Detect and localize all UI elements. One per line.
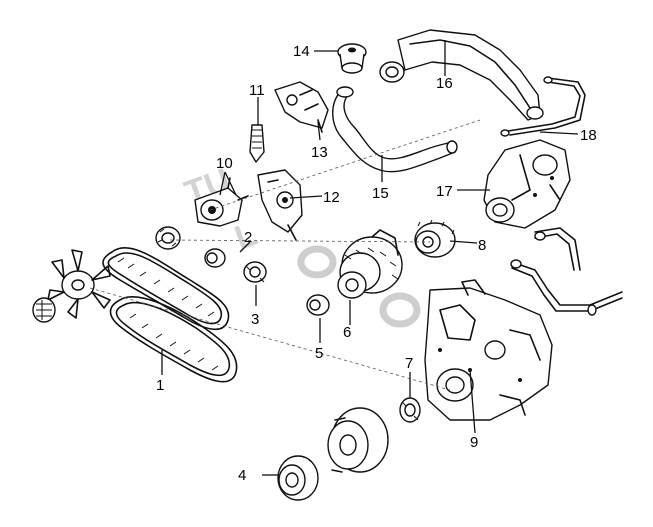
idler-roller-5 xyxy=(306,294,330,316)
callout-7: 7 xyxy=(405,355,413,372)
drive-belt xyxy=(102,247,238,383)
thermostat-housing xyxy=(337,43,367,74)
bearing-3 xyxy=(243,261,267,283)
coolant-hose xyxy=(332,86,458,173)
callout-6: 6 xyxy=(343,324,351,341)
fan-assembly xyxy=(32,249,111,323)
callout-3: 3 xyxy=(251,311,259,328)
small-pulley xyxy=(155,226,181,250)
crankshaft-seal xyxy=(399,397,421,423)
vacuum-pipe xyxy=(500,76,586,137)
callout-numbers: 1 2 3 4 5 6 7 8 9 10 11 12 13 14 15 16 1… xyxy=(156,43,597,484)
oil-pipe xyxy=(510,227,623,316)
callout-10: 10 xyxy=(216,155,233,172)
callout-9: 9 xyxy=(470,434,478,451)
callout-2: 2 xyxy=(244,229,252,246)
callout-14: 14 xyxy=(293,43,310,60)
callout-16: 16 xyxy=(436,75,453,92)
callout-4: 4 xyxy=(238,467,246,484)
callout-1: 1 xyxy=(156,377,164,394)
callout-17: 17 xyxy=(436,183,453,200)
leader-lines xyxy=(161,40,579,476)
callout-12: 12 xyxy=(323,189,340,206)
timing-cover xyxy=(424,279,553,421)
damper-pulley-4 xyxy=(277,455,319,501)
vacuum-pump xyxy=(483,139,571,229)
water-pump xyxy=(194,177,249,227)
sensor-bracket xyxy=(274,81,329,133)
callout-8: 8 xyxy=(478,237,486,254)
alignment-lines xyxy=(89,119,481,391)
idler-roller-2 xyxy=(204,248,226,268)
crankshaft-pulley xyxy=(327,407,389,473)
callout-11: 11 xyxy=(249,82,265,99)
intake-hose xyxy=(379,29,544,121)
alternator xyxy=(337,229,403,299)
callout-15: 15 xyxy=(372,185,389,202)
idler-pulley-8 xyxy=(414,219,456,258)
temperature-sensor xyxy=(249,124,265,163)
callout-13: 13 xyxy=(311,144,328,161)
tensioner-bracket xyxy=(257,169,303,241)
callout-5: 5 xyxy=(315,345,323,362)
callout-18: 18 xyxy=(580,127,597,144)
